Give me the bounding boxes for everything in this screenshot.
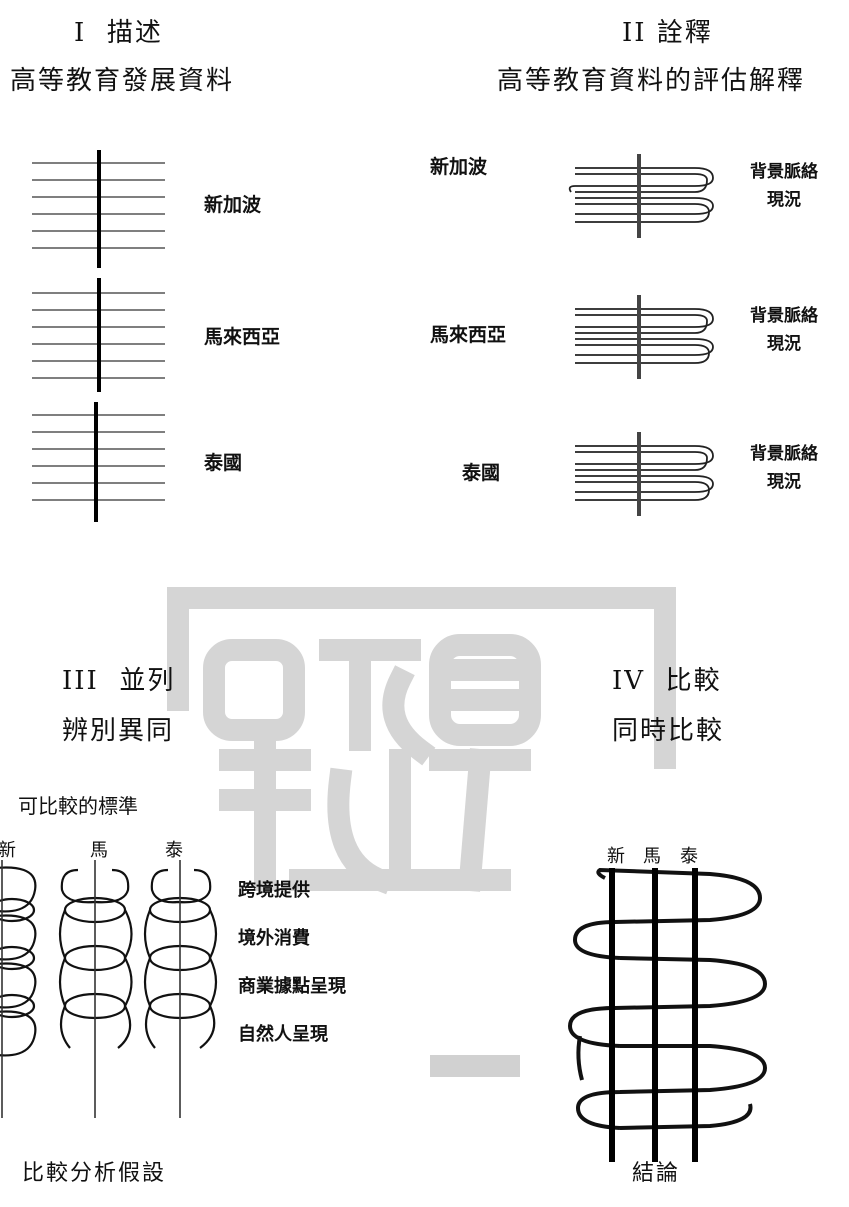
q2-coil-diagram — [568, 154, 714, 238]
q2-coil-diagram — [575, 432, 714, 516]
q2-subtitle: 高等教育資料的評估解釋 — [497, 66, 806, 96]
q2-roman: II — [622, 18, 647, 48]
q3-coil-columns — [0, 860, 218, 1118]
q1-heading: I 描述 — [74, 12, 163, 49]
q1-roman: I — [74, 18, 87, 48]
q2-context-line2: 現況 — [767, 190, 801, 210]
q1-strand-diagram — [32, 278, 165, 392]
q1-country-label: 新加波 — [204, 194, 262, 216]
q1-subtitle: 高等教育發展資料 — [10, 66, 235, 96]
q1-country-label: 馬來西亞 — [204, 326, 281, 348]
q3-caption: 比較分析假設 — [22, 1161, 167, 1186]
q1-strand-diagram — [32, 402, 165, 522]
q2-context-label: 背景脈絡 現況 — [750, 158, 818, 214]
q2-title: 詮釋 — [656, 18, 713, 48]
q2-context-line2: 現況 — [767, 334, 801, 354]
q3-criterion: 境外消費 — [238, 928, 310, 949]
q3-criteria-title: 可比較的標準 — [18, 794, 138, 818]
q4-title: 比較 — [665, 666, 722, 696]
q2-context-line1: 背景脈絡 — [750, 444, 818, 464]
q2-coil-diagram — [575, 295, 714, 379]
q4-column-label: 馬 — [643, 846, 661, 867]
q3-column-label: 馬 — [90, 840, 108, 861]
q2-country-label: 新加波 — [430, 156, 488, 178]
q4-caption: 結論 — [632, 1161, 681, 1186]
q2-country-label: 泰國 — [462, 462, 501, 484]
q3-criterion: 商業據點呈現 — [238, 976, 346, 997]
q2-heading: II 詮釋 — [622, 12, 713, 49]
q2-context-line2: 現況 — [767, 472, 801, 492]
q2-country-label: 馬來西亞 — [430, 324, 507, 346]
q4-coil-diagram — [567, 867, 768, 1162]
q2-context-line1: 背景脈絡 — [750, 306, 818, 326]
q2-context-label: 背景脈絡 現況 — [750, 302, 818, 358]
q1-title: 描述 — [106, 18, 163, 48]
q4-column-label: 新 — [607, 846, 625, 867]
q2-context-line1: 背景脈絡 — [750, 162, 818, 182]
q3-column-label: 新 — [0, 840, 16, 861]
q3-roman: III — [62, 666, 99, 696]
q4-roman: IV — [612, 666, 646, 696]
q4-subtitle: 同時比較 — [612, 716, 725, 746]
q3-heading: III 並列 — [62, 660, 175, 697]
q3-criterion: 自然人呈現 — [238, 1024, 328, 1045]
q3-column-label: 泰 — [165, 840, 183, 861]
q3-subtitle: 辨別異同 — [62, 716, 175, 746]
q3-title: 並列 — [119, 666, 176, 696]
q1-strand-diagram — [32, 150, 165, 268]
q3-criterion: 跨境提供 — [238, 880, 310, 901]
q2-context-label: 背景脈絡 現況 — [750, 440, 818, 496]
q1-country-label: 泰國 — [204, 452, 243, 474]
q4-column-label: 泰 — [680, 846, 698, 867]
q4-heading: IV 比較 — [612, 660, 722, 697]
